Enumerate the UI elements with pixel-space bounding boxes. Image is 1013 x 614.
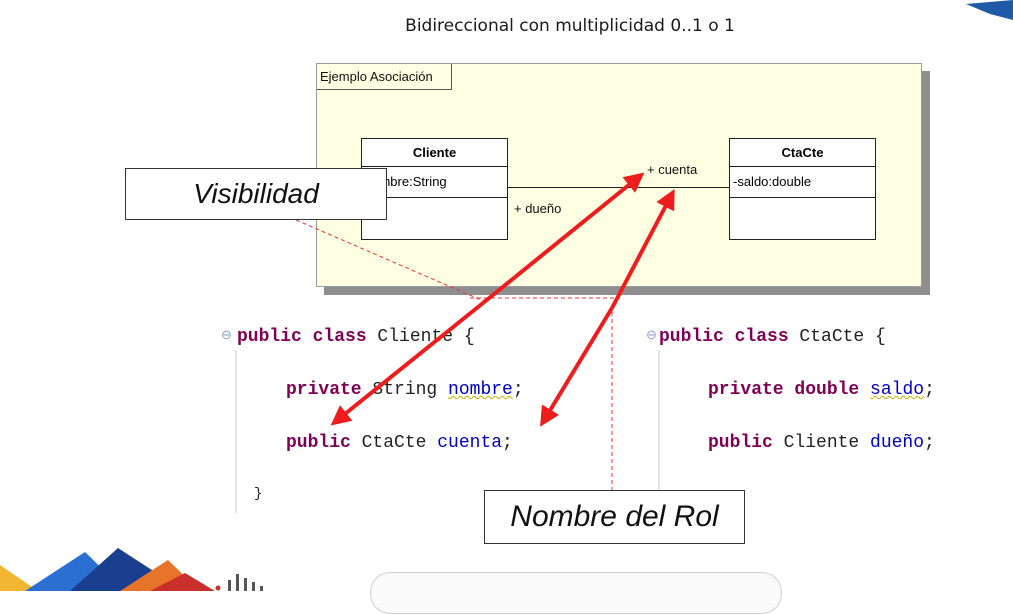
code-class-name: Cliente {	[366, 327, 475, 347]
code-block-guide	[658, 350, 660, 513]
code-line-field-dueno: public Cliente dueño;	[708, 433, 935, 453]
code-line-field-nombre: private String nombre;	[286, 380, 524, 400]
arrow-to-public	[330, 301, 485, 426]
code-type: CtaCte	[350, 433, 438, 453]
slide-title: Bidireccional con multiplicidad 0..1 o 1	[405, 16, 735, 36]
arrow-to-cuenta-field	[540, 306, 614, 427]
callout-nombre-rol: Nombre del Rol	[484, 490, 745, 544]
association-line	[507, 187, 729, 188]
code-keyword: public	[286, 433, 351, 453]
code-keyword: private	[286, 380, 362, 400]
code-keyword: private double	[708, 380, 860, 400]
code-line-class-ctacte: public class CtaCte {	[659, 327, 886, 347]
code-keyword: public class	[659, 327, 789, 347]
code-class-name: CtaCte {	[788, 327, 886, 347]
code-keyword: public	[708, 433, 773, 453]
frame-label-text: Ejemplo Asociación	[320, 69, 433, 84]
role-label-cuenta: + cuenta	[647, 162, 698, 177]
bottom-toolbar[interactable]	[370, 572, 782, 614]
class-name-cliente: Cliente	[362, 139, 507, 167]
code-terminator: ;	[924, 380, 935, 400]
code-terminator: ;	[502, 433, 513, 453]
code-closing-brace: }	[254, 486, 263, 502]
fold-marker-icon: ⊖	[646, 327, 657, 342]
fold-marker-icon: ⊖	[221, 327, 232, 342]
code-field-name: saldo	[870, 380, 925, 400]
callout-visibilidad-text: Visibilidad	[193, 178, 319, 209]
code-field-name: cuenta	[437, 433, 503, 453]
corner-decoration-bottom	[0, 548, 263, 591]
code-terminator: ;	[512, 380, 524, 400]
code-field-name: dueño	[870, 433, 925, 453]
frame-label: Ejemplo Asociación	[317, 64, 452, 90]
class-attribute-saldo: -saldo:double	[730, 167, 875, 198]
code-block-guide	[235, 350, 237, 513]
callout-nombre-rol-text: Nombre del Rol	[510, 500, 719, 533]
code-terminator: ;	[924, 433, 935, 453]
code-field-name: nombre	[448, 380, 513, 400]
class-name-ctacte: CtaCte	[730, 139, 875, 167]
code-keyword: public class	[237, 327, 367, 347]
code-space	[859, 380, 870, 400]
code-line-field-saldo: private double saldo;	[708, 380, 935, 400]
corner-decoration	[966, 0, 1013, 20]
code-type: Cliente	[772, 433, 871, 453]
uml-diagram-frame: Ejemplo Asociación Cliente nombre:String…	[316, 63, 922, 287]
callout-visibilidad: Visibilidad	[125, 168, 387, 220]
code-type: String	[361, 380, 449, 400]
uml-class-ctacte: CtaCte -saldo:double	[729, 138, 876, 240]
role-label-dueno: + dueño	[514, 201, 562, 216]
code-line-field-cuenta: public CtaCte cuenta;	[286, 433, 513, 453]
code-line-class-cliente: public class Cliente {	[237, 327, 475, 347]
